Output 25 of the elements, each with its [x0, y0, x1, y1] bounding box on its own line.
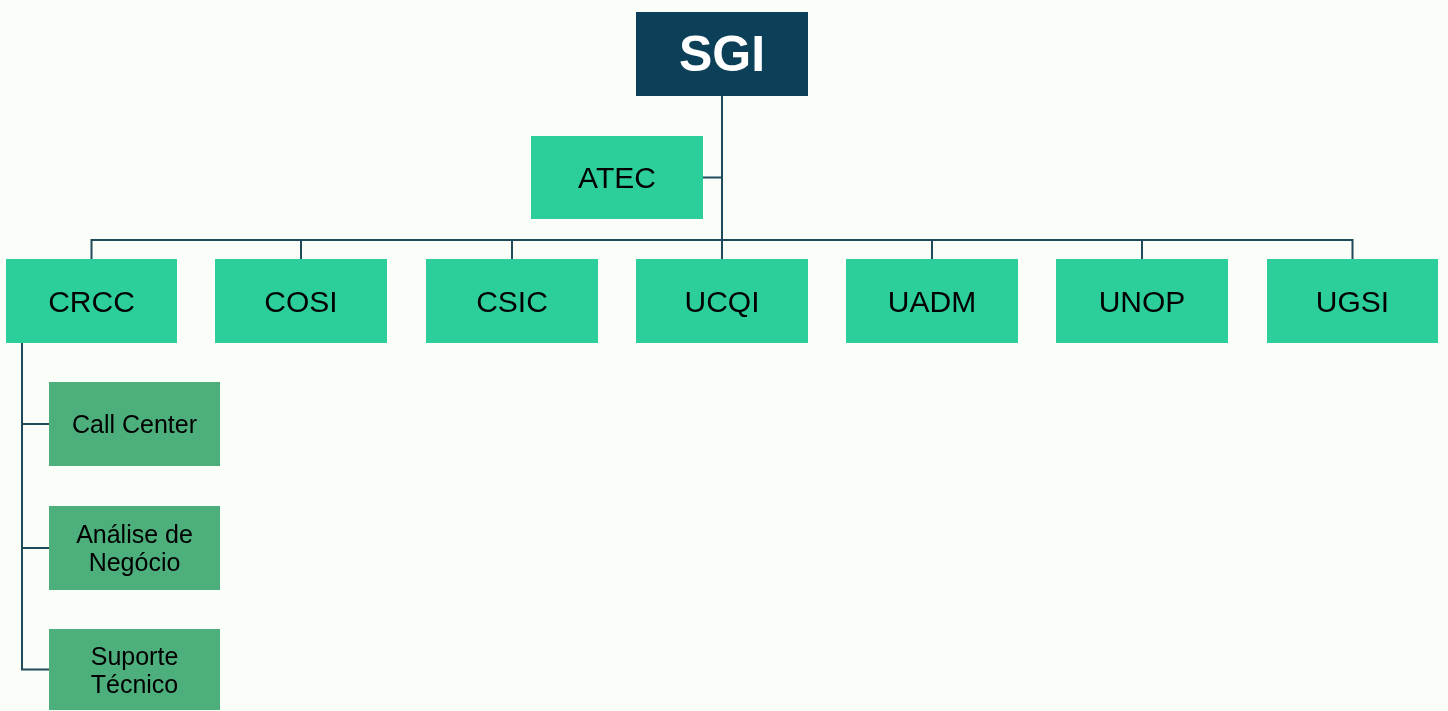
unit-name: Análise de Negócio — [75, 520, 194, 576]
org-box — [1267, 259, 1438, 343]
org-box — [49, 382, 220, 466]
unit-name: Call Center — [71, 410, 198, 438]
org-box — [49, 629, 220, 710]
unit-name: CRCC — [48, 283, 135, 320]
org-box — [1056, 259, 1228, 343]
unit-name: ATEC — [578, 160, 656, 196]
unit-name: UGSI — [1315, 283, 1390, 320]
unit-name: CSIC — [476, 283, 548, 320]
org-box — [531, 136, 703, 219]
org-box — [6, 259, 177, 343]
org-box — [215, 259, 387, 343]
org-box — [636, 12, 808, 96]
connector-line — [21, 342, 50, 671]
unit-name: UADM — [887, 283, 977, 320]
unit-name: SGI — [678, 24, 766, 84]
unit-name: UCQI — [684, 283, 760, 320]
unit-name: UNOP — [1098, 283, 1186, 320]
org-box — [636, 259, 808, 343]
unit-name: COSI — [264, 283, 338, 320]
org-box — [846, 259, 1018, 343]
org-box — [49, 506, 220, 590]
org-box — [426, 259, 598, 343]
unit-name: Suporte Técnico — [89, 641, 180, 698]
